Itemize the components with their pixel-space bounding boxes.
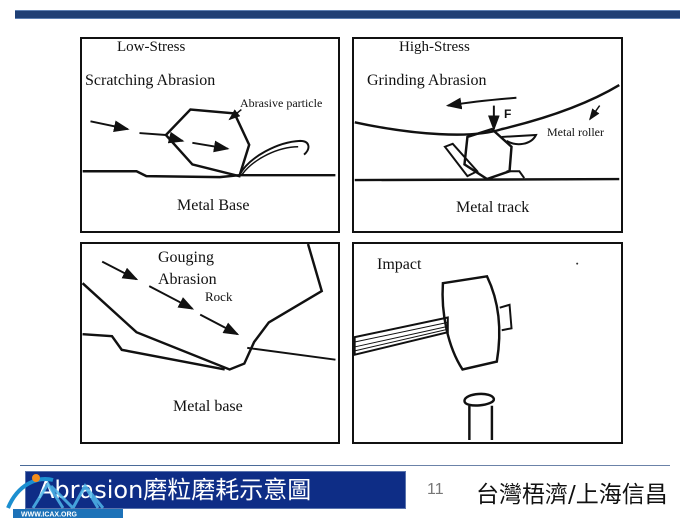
metal-base-surface <box>82 170 336 179</box>
gouging-abrasion-diagram <box>82 244 336 371</box>
grinding-abrasion-diagram <box>354 83 620 182</box>
metal-base-surface <box>82 332 225 371</box>
rock <box>82 244 324 371</box>
metal-roller-label: Metal roller <box>547 125 604 139</box>
panel-gouging-abrasion: Gouging Abrasion Rock Metal base <box>80 242 340 444</box>
scratching-abrasion-diagram <box>82 108 336 179</box>
metal-track-label: Metal track <box>456 199 530 216</box>
footer-divider <box>20 465 270 466</box>
abrasive-particle-label: Abrasive particle <box>240 96 323 110</box>
chisel-head <box>463 392 496 407</box>
pointer-arrow <box>589 105 601 121</box>
motion-arrow <box>167 131 185 144</box>
panel-heading: Low-Stress <box>117 39 186 55</box>
motion-arrow <box>90 120 130 133</box>
motion-arrow <box>101 260 139 281</box>
rotation-arrow <box>445 96 517 110</box>
panel-heading: Impact <box>377 256 422 273</box>
metal-roller <box>354 83 620 136</box>
motion-arrow <box>199 313 240 336</box>
force-label: F <box>504 107 512 121</box>
metal-base-label: Metal Base <box>177 197 250 214</box>
page-number: 11 <box>427 481 444 498</box>
motion-arrow <box>192 140 230 153</box>
panel-impact: Impact <box>352 242 623 444</box>
chip-curl <box>238 139 310 176</box>
panel-subheading: Abrasion <box>158 271 217 288</box>
motion-arrow <box>148 285 195 310</box>
company-name: 台灣梧濟/上海信昌 <box>476 482 668 508</box>
footer-divider-right <box>270 465 670 466</box>
pointer-arrow <box>228 108 242 121</box>
panel-heading: Gouging <box>158 249 214 266</box>
chisel-shaft <box>468 405 494 441</box>
icax-logo: WWW.ICAX.ORG <box>6 474 123 519</box>
logo-url: WWW.ICAX.ORG <box>21 512 78 519</box>
panel-high-stress-grinding: High-Stress Grinding Abrasion F Metal ro… <box>352 37 623 233</box>
metal-base-label: Metal base <box>173 398 243 415</box>
panel-heading: High-Stress <box>399 39 470 55</box>
slide-title-banner: Abrasion磨粒磨耗示意圖 <box>25 471 406 509</box>
rock-label: Rock <box>205 289 233 304</box>
header-accent-bar <box>15 10 680 19</box>
panel-low-stress-scratching: Low-Stress Scratching Abrasion Abrasive … <box>80 37 340 233</box>
impact-diagram <box>354 262 579 441</box>
abrasive-particle <box>164 108 251 178</box>
hammer-head <box>441 274 501 371</box>
panel-subheading: Grinding Abrasion <box>367 72 487 89</box>
panel-subheading: Scratching Abrasion <box>85 72 216 89</box>
